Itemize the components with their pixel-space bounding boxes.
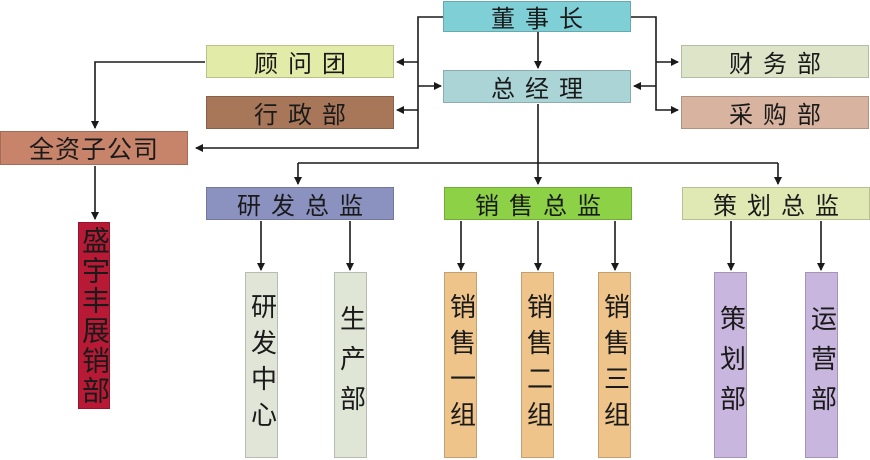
sales3-label: 销售三组 (599, 293, 630, 437)
chairman-to-subsidiary-connector (195, 16, 443, 152)
production-box: 生产部 (334, 272, 367, 458)
planning-dept-box: 策划部 (714, 272, 747, 458)
rd-center-box: 研发中心 (245, 272, 278, 458)
rd-director-box: 研发总监 (206, 187, 394, 220)
purchasing-label: 采购部 (729, 101, 831, 129)
advisors-label: 顾问团 (254, 50, 356, 78)
subsidiary-label: 全资子公司 (28, 135, 159, 164)
purchasing-box: 采购部 (681, 96, 869, 129)
chairman-to-purchasing-connector (631, 16, 679, 114)
sales2-box: 销售二组 (521, 272, 554, 458)
production-label: 生产部 (335, 305, 366, 425)
chairman-box: 董事长 (443, 1, 631, 33)
sales-director-box: 销售总监 (444, 187, 632, 220)
shengyu-label: 盛宇丰展销部 (78, 225, 111, 406)
sales1-label: 销售一组 (445, 293, 476, 437)
sales-director-label: 销售总监 (475, 192, 611, 220)
chairman-label: 董事长 (491, 5, 593, 33)
sales2-label: 销售二组 (522, 293, 553, 437)
finance-label: 财务部 (729, 50, 831, 78)
operations-label: 运营部 (806, 305, 837, 425)
operations-box: 运营部 (805, 272, 838, 458)
advisors-box: 顾问团 (206, 45, 394, 78)
admin-box: 行政部 (206, 96, 394, 129)
sales3-box: 销售三组 (598, 272, 631, 458)
rd-director-label: 研发总监 (237, 192, 373, 220)
rd-center-label: 研发中心 (246, 293, 277, 437)
sales1-box: 销售一组 (444, 272, 477, 458)
planning-director-box: 策划总监 (682, 187, 870, 220)
finance-box: 财务部 (681, 45, 869, 78)
subsidiary-box: 全资子公司 (0, 131, 188, 165)
planning-director-label: 策划总监 (713, 192, 849, 220)
shengyu-box: 盛宇丰展销部 (78, 222, 111, 409)
gm-label: 总经理 (491, 75, 593, 103)
advisors-to-subsidiary-connector (91, 61, 205, 129)
gm-box: 总经理 (443, 70, 631, 103)
planning-dept-label: 策划部 (715, 305, 746, 425)
admin-label: 行政部 (254, 101, 356, 129)
